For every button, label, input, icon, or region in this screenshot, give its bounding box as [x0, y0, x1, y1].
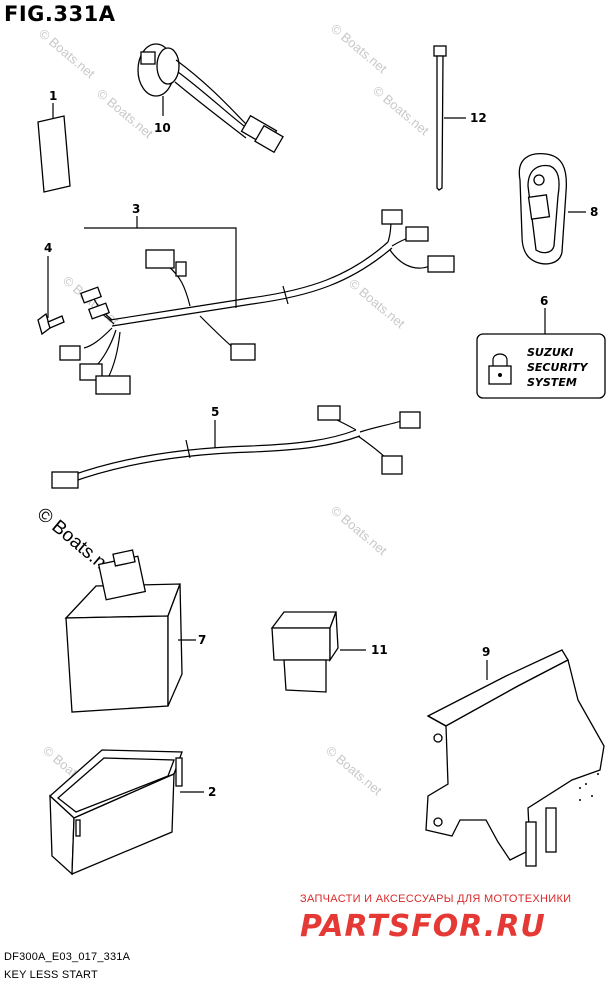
label-line-1: SUZUKI [527, 346, 573, 359]
part-number-8: 8 [590, 205, 598, 219]
part-5-harness: 5 [51, 405, 421, 489]
part-number-3: 3 [132, 202, 140, 216]
watermark: © Boats.net [370, 83, 432, 139]
part-3-main-harness: 3 4 [37, 202, 455, 395]
part-4-bolt [37, 312, 65, 336]
part-12-cable-tie: 12 [433, 45, 487, 191]
watermark: © Boats.net [94, 86, 156, 142]
part-number-12: 12 [470, 111, 487, 125]
promo-tagline: ЗАПЧАСТИ И АКСЕССУАРЫ ДЛЯ МОТОТЕХНИКИ [300, 893, 572, 905]
part-number-5: 5 [211, 405, 219, 419]
part-9-bracket: 9 [425, 645, 605, 867]
part-number-10: 10 [154, 121, 171, 135]
watermark: © Boats.net [328, 21, 390, 77]
part-number-2: 2 [208, 785, 216, 799]
part-11-relay: 11 [270, 611, 388, 693]
part-8-key-fob: 8 [518, 152, 598, 265]
promo-logo: PARTSFOR.RU [300, 909, 546, 944]
figure-title: FIG.331A [4, 2, 116, 26]
label-line-2: SECURITY [527, 361, 589, 374]
part-2-tray: 2 [49, 749, 216, 876]
figure-code: DF300A_E03_017_331A [4, 951, 131, 963]
part-number-9: 9 [482, 645, 490, 659]
part-number-11: 11 [371, 643, 388, 657]
label-line-3: SYSTEM [527, 376, 577, 389]
lock-icon [488, 353, 512, 385]
part-number-7: 7 [198, 633, 206, 647]
watermark: © Boats.net [346, 276, 408, 332]
part-number-1: 1 [49, 89, 57, 103]
part-10-switch: 10 [137, 43, 284, 154]
figure-caption: KEY LESS START [4, 969, 98, 981]
part-6-security-label: 6 SUZUKI SECURITY SYSTEM [476, 294, 606, 399]
part-1-sticker: 1 [37, 89, 71, 193]
watermark: © Boats.net [36, 26, 98, 82]
part-number-6: 6 [540, 294, 548, 308]
part-number-4: 4 [44, 241, 52, 255]
part-7-control-module: 7 [64, 549, 206, 713]
watermark: © Boats.net [328, 503, 390, 559]
watermark: © Boats.net [323, 743, 385, 799]
